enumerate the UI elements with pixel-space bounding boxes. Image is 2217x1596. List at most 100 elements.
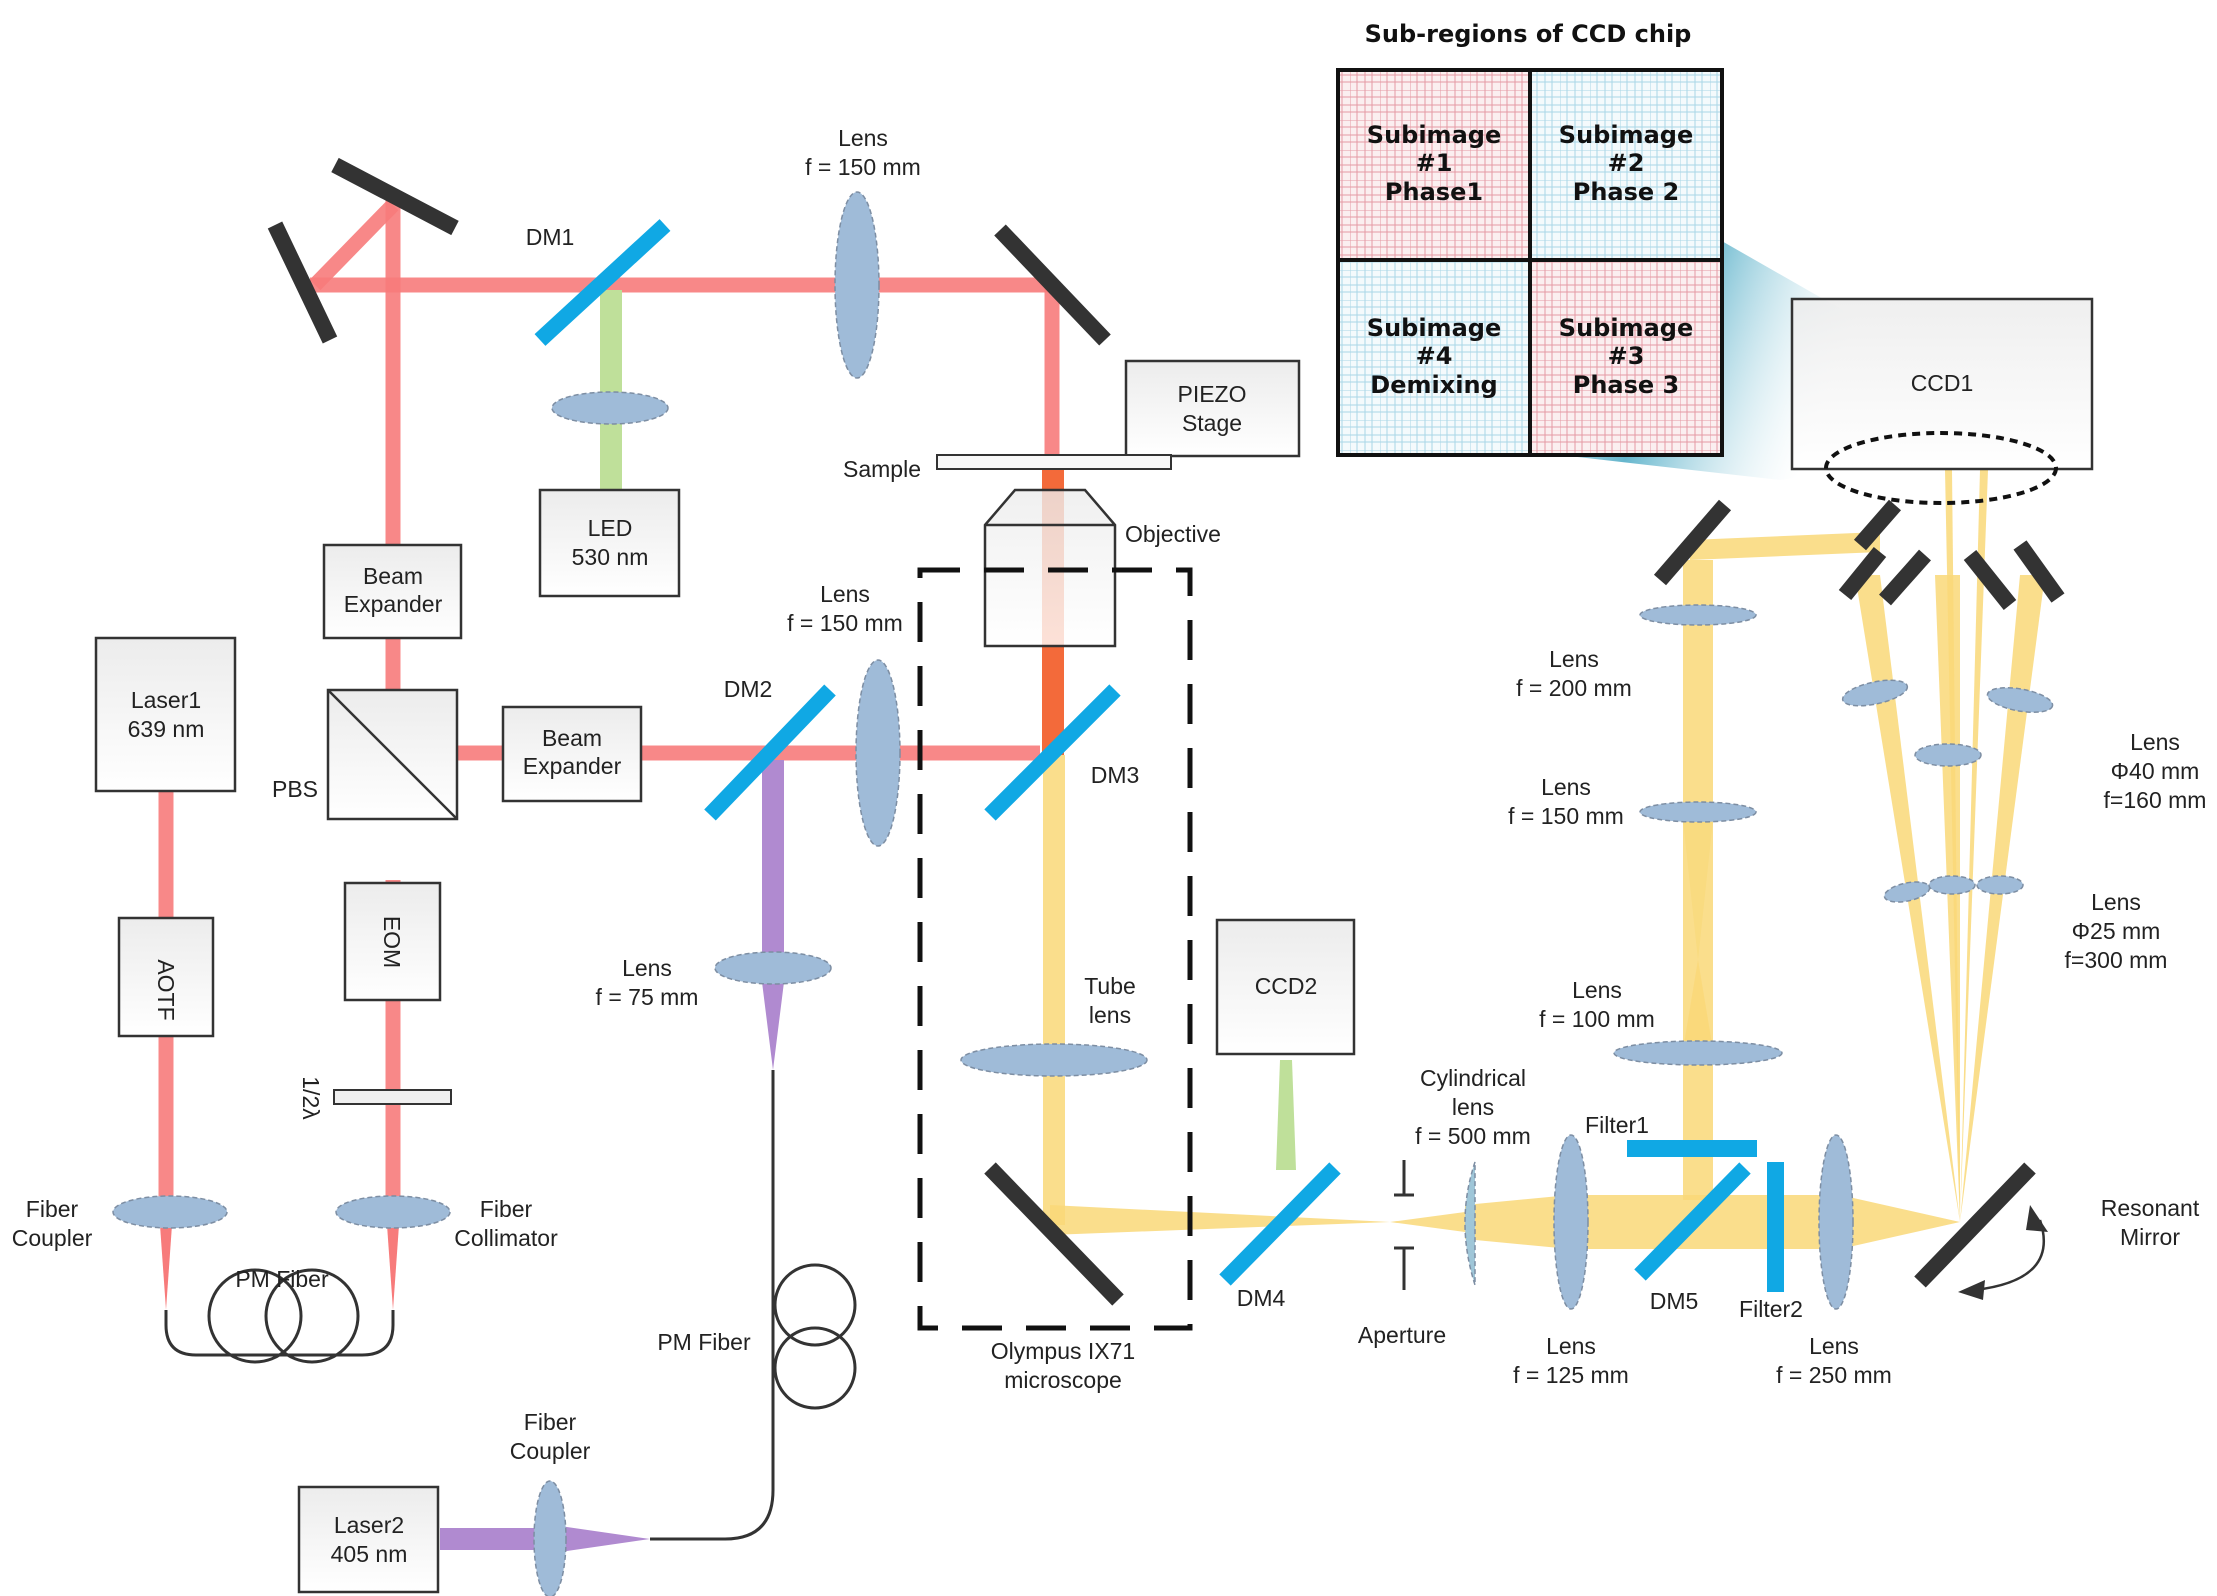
subimage-3-cell xyxy=(1530,260,1722,455)
mirror-split-3 xyxy=(1879,549,1931,606)
lens-phi25-2 xyxy=(1928,875,1976,895)
tube-lens-label: Tube lens xyxy=(1084,973,1136,1028)
sample-slide xyxy=(936,454,1172,470)
mirror-split-5 xyxy=(2013,540,2065,603)
resonant-mirror xyxy=(1914,1162,2036,1288)
svg-text:Lens: Lens xyxy=(2091,889,2141,915)
mirror-split-2 xyxy=(1838,546,1887,601)
piezo-label: PIEZO Stage xyxy=(1177,381,1246,436)
svg-text:f = 200 mm: f = 200 mm xyxy=(1516,675,1632,701)
svg-text:Laser2: Laser2 xyxy=(334,1512,404,1538)
svg-text:f = 500 mm: f = 500 mm xyxy=(1415,1123,1531,1149)
violet-beam xyxy=(762,760,784,965)
svg-text:lens: lens xyxy=(1089,1002,1131,1028)
lens-fiber-collimator xyxy=(335,1195,451,1229)
resonant-mirror-label: Resonant Mirror xyxy=(2101,1195,2200,1250)
laser1-label: Laser1 639 nm xyxy=(128,687,205,742)
objective-label: Objective xyxy=(1125,521,1221,547)
piezo-box xyxy=(1124,359,1301,458)
lens-phi40-label: Lens Φ40 mm f=160 mm xyxy=(2104,729,2207,813)
laser2-label: Laser2 405 nm xyxy=(331,1512,408,1567)
ccd2-box xyxy=(1215,918,1356,1056)
lens-150b-label: Lens f = 150 mm xyxy=(1508,774,1624,829)
ccd1-label: CCD1 xyxy=(1911,370,1974,396)
svg-text:Fiber: Fiber xyxy=(524,1409,577,1435)
cylindrical-lens-label: Cylindrical lens f = 500 mm xyxy=(1415,1065,1531,1149)
violet-beam-laser2 xyxy=(440,1528,550,1550)
svg-text:Lens: Lens xyxy=(1541,774,1591,800)
filter2-label: Filter2 xyxy=(1739,1296,1803,1322)
svg-text:PIEZO: PIEZO xyxy=(1177,381,1246,407)
dm2-label: DM2 xyxy=(724,676,773,702)
svg-text:lens: lens xyxy=(1452,1094,1494,1120)
pm-fiber-2-label: PM Fiber xyxy=(657,1329,751,1355)
svg-text:Collimator: Collimator xyxy=(454,1225,558,1251)
microscope-dashed-box xyxy=(917,567,1193,1331)
pm-fiber-2-loop-b xyxy=(773,1326,857,1410)
violet-beam-coupler-focus xyxy=(560,1526,650,1552)
svg-text:Demixing: Demixing xyxy=(1370,371,1497,399)
aotf-label: AOTF xyxy=(153,959,179,1020)
svg-text:Φ25 mm: Φ25 mm xyxy=(2072,918,2161,944)
subimage-1-label: Subimage #1 Phase1 xyxy=(1367,121,1501,206)
lens-125-label: Lens f = 125 mm xyxy=(1513,1333,1629,1388)
lens-led xyxy=(551,391,669,425)
svg-text:Beam: Beam xyxy=(363,563,423,589)
aperture-icon xyxy=(1394,1160,1414,1290)
svg-text:Fiber: Fiber xyxy=(480,1196,533,1222)
svg-text:Coupler: Coupler xyxy=(510,1438,591,1464)
svg-text:#1: #1 xyxy=(1416,149,1453,177)
svg-text:Cylindrical: Cylindrical xyxy=(1420,1065,1526,1091)
subimage-3-label: Subimage #3 Phase 3 xyxy=(1559,314,1693,399)
pm-fiber-1-label: PM Fiber xyxy=(235,1266,329,1292)
svg-text:Phase 2: Phase 2 xyxy=(1573,178,1680,206)
svg-text:Olympus IX71: Olympus IX71 xyxy=(991,1338,1135,1364)
lens-100-label: Lens f = 100 mm xyxy=(1539,977,1655,1032)
svg-text:Tube: Tube xyxy=(1084,973,1136,999)
halfwave-label: 1/2λ xyxy=(298,1076,324,1120)
svg-text:Lens: Lens xyxy=(1549,646,1599,672)
filter1 xyxy=(1627,1140,1757,1157)
mirror-periscope xyxy=(1653,499,1732,586)
tube-lens xyxy=(960,1043,1148,1077)
mirror-left xyxy=(267,221,338,344)
lens-phi25-3 xyxy=(1976,875,2024,895)
lens-200 xyxy=(1639,604,1757,626)
panel-title: Sub-regions of CCD chip xyxy=(1365,20,1692,48)
svg-text:Subimage: Subimage xyxy=(1559,121,1693,149)
pm-fiber-1-loop-a xyxy=(207,1268,303,1364)
mirror-split-1 xyxy=(1853,499,1902,551)
svg-text:Lens: Lens xyxy=(2130,729,2180,755)
svg-text:405 nm: 405 nm xyxy=(331,1541,408,1567)
svg-text:Lens: Lens xyxy=(820,581,870,607)
svg-text:Subimage: Subimage xyxy=(1367,314,1501,342)
aotf-box xyxy=(117,916,215,1038)
svg-text:Subimage: Subimage xyxy=(1559,314,1693,342)
halfwave-plate xyxy=(333,1089,452,1105)
dm4 xyxy=(1219,1162,1341,1286)
svg-text:f = 150 mm: f = 150 mm xyxy=(787,610,903,636)
yellow-beam xyxy=(1043,470,2045,1249)
svg-text:Expander: Expander xyxy=(523,753,622,779)
dm3 xyxy=(984,684,1121,821)
led-box xyxy=(538,488,681,598)
svg-text:Expander: Expander xyxy=(344,591,443,617)
svg-text:Laser1: Laser1 xyxy=(131,687,201,713)
dm4-label: DM4 xyxy=(1237,1285,1286,1311)
lens-phi40-1 xyxy=(1841,679,1909,707)
dm5 xyxy=(1634,1162,1751,1281)
subimage-1-cell xyxy=(1338,70,1530,260)
mirror-microscope xyxy=(984,1162,1124,1306)
svg-text:f=300 mm: f=300 mm xyxy=(2065,947,2168,973)
pbs-diagonal xyxy=(327,689,458,820)
svg-text:f = 150 mm: f = 150 mm xyxy=(1508,803,1624,829)
fiber-collimator-label: Fiber Collimator xyxy=(454,1196,558,1251)
subimage-4-label: Subimage #4 Demixing xyxy=(1367,314,1501,399)
lens-125 xyxy=(1553,1134,1589,1310)
lens-phi25-1 xyxy=(1883,881,1931,903)
lens-mid-150 xyxy=(855,659,901,847)
filter2 xyxy=(1767,1162,1784,1292)
pm-fiber-2 xyxy=(650,1070,775,1541)
svg-text:#3: #3 xyxy=(1608,342,1645,370)
